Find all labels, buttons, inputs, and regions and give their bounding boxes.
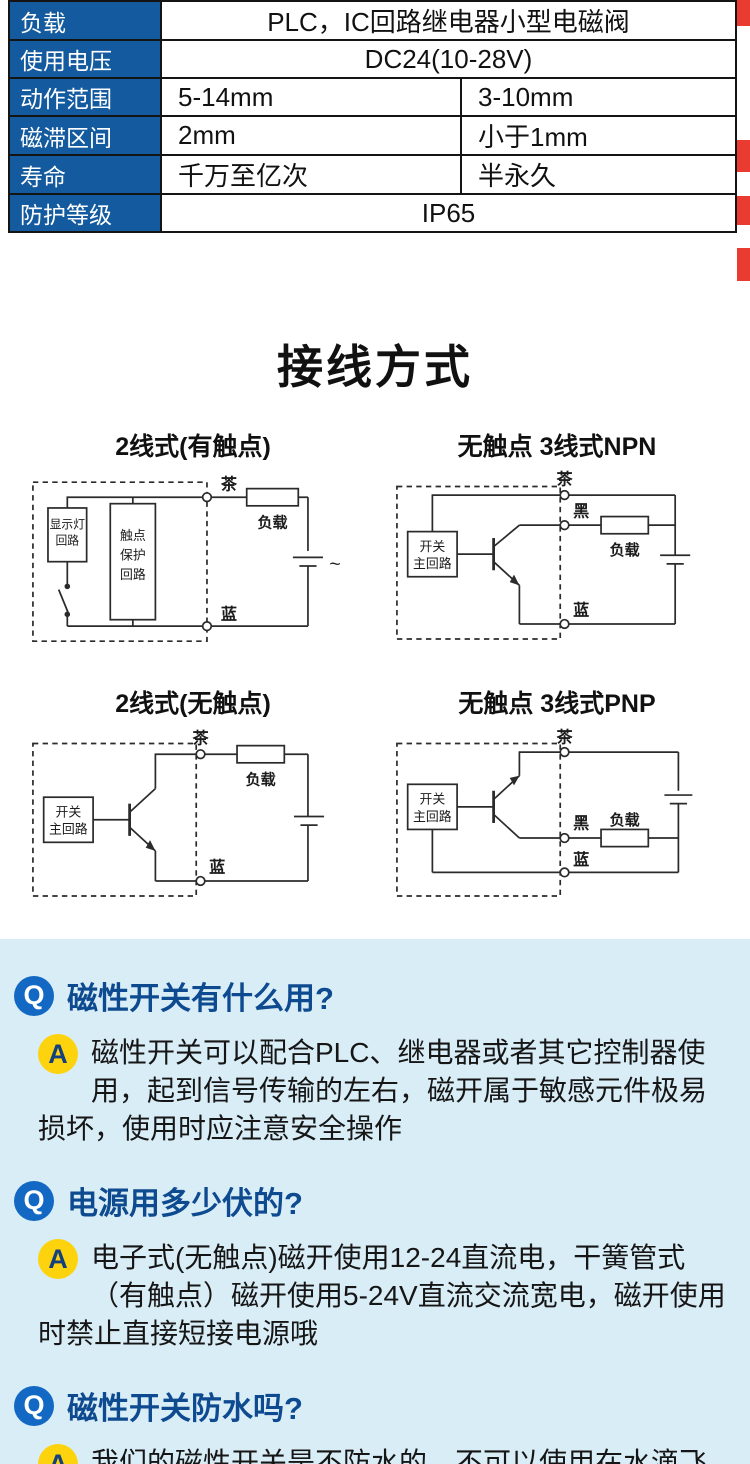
- a-badge: A: [38, 1034, 78, 1074]
- blue-wire-label: 蓝: [209, 857, 225, 876]
- blue-wire-label: 蓝: [573, 600, 589, 619]
- switch-main-label: 开关: [420, 792, 446, 807]
- terminal-dots: [559, 746, 570, 878]
- spec-row: 使用电压 DC24(10-28V): [8, 39, 737, 79]
- spec-row: 寿命 千万至亿次 半永久: [8, 154, 737, 195]
- blue-wire-label: 蓝: [221, 605, 237, 624]
- red-edge-marker: [737, 0, 750, 26]
- red-edge-marker: [737, 140, 750, 172]
- qa-answer: A 我们的磁性开关是不防水的，不可以使用在水滴飞溅场合以及浸入式场合.我们售有专用…: [38, 1444, 728, 1464]
- terminal-dots: [195, 749, 206, 887]
- protection-circuit-label: 回路: [120, 567, 146, 582]
- q-badge: Q: [14, 975, 54, 1016]
- spec-value: 半永久: [460, 154, 737, 195]
- spec-value: DC24(10-28V): [160, 39, 737, 79]
- ac-symbol: ~: [329, 554, 340, 575]
- spec-label: 负载: [8, 0, 162, 41]
- transistor-arrow: [145, 840, 156, 851]
- red-edge-marker: [737, 248, 750, 281]
- circuit-2wire-contactless: 开关 主回路 茶 负载 蓝: [32, 728, 325, 897]
- wiring-diagrams: 2线式(有触点): [0, 427, 750, 915]
- transistor-arrow: [509, 574, 520, 586]
- terminal-dots: [64, 492, 213, 632]
- q-badge: Q: [14, 1385, 54, 1426]
- question-text: 磁性开关防水吗?: [67, 1391, 303, 1426]
- answer-text: 电子式(无触点)磁开使用12-24直流电，干簧管式（有触点）磁开使用5-24V直…: [38, 1242, 726, 1349]
- protection-circuit-label: 保护: [120, 548, 146, 563]
- spec-table: 负载 PLC，IC回路继电器小型电磁阀 使用电压 DC24(10-28V) 动作…: [8, 0, 737, 233]
- diagram-3wire-pnp: 无触点 3线式PNP: [380, 684, 734, 915]
- protection-circuit-label: 触点: [120, 528, 146, 543]
- switch-main-label: 开关: [420, 539, 446, 554]
- answer-text: 磁性开关可以配合PLC、继电器或者其它控制器使用，起到信号传输的左右，磁开属于敏…: [38, 1037, 708, 1144]
- switch-main-label: 主回路: [49, 822, 88, 837]
- spec-value: IP65: [160, 193, 737, 233]
- spec-value: 3-10mm: [460, 77, 737, 117]
- black-wire-label: 黑: [573, 503, 589, 521]
- black-wire-label: 黑: [573, 814, 589, 832]
- red-edge-marker: [737, 196, 750, 225]
- switch-main-label: 开关: [56, 805, 82, 820]
- qa-question: Q 磁性开关防水吗?: [14, 1383, 730, 1428]
- diagram-3wire-npn: 无触点 3线式NPN: [380, 427, 734, 658]
- load-label: 负载: [246, 770, 276, 788]
- lamp-circuit-label: 回路: [56, 533, 80, 547]
- load-label: 负载: [610, 541, 640, 559]
- spec-label: 寿命: [8, 154, 162, 195]
- spec-value: 千万至亿次: [160, 154, 462, 195]
- q-badge: Q: [14, 1180, 54, 1221]
- spec-row: 负载 PLC，IC回路继电器小型电磁阀: [8, 0, 737, 41]
- spec-value: 2mm: [160, 115, 462, 156]
- circuit-lines: [32, 742, 325, 897]
- diagram-title: 无触点 3线式NPN: [457, 433, 657, 461]
- answer-text: 我们的磁性开关是不防水的，不可以使用在水滴飞溅场合以及浸入式场合.我们售有专用的…: [91, 1447, 708, 1464]
- wiring-section-title: 接线方式: [277, 341, 473, 393]
- transistor-arrow: [509, 775, 520, 786]
- spec-row: 防护等级 IP65: [8, 193, 737, 233]
- question-text: 电源用多少伏的?: [67, 1186, 303, 1221]
- circuit-lines: [396, 742, 693, 897]
- spec-label: 防护等级: [8, 193, 162, 233]
- diagram-title: 2线式(无触点): [115, 690, 271, 718]
- spec-value: 小于1mm: [460, 115, 737, 156]
- question-text: 磁性开关有什么用?: [67, 981, 334, 1016]
- diagram-title: 2线式(有触点): [115, 433, 271, 461]
- terminal-dots: [559, 489, 570, 630]
- qa-question: Q 磁性开关有什么用?: [14, 973, 730, 1018]
- spec-row: 动作范围 5-14mm 3-10mm: [8, 77, 737, 117]
- diagram-2wire-contact: 2线式(有触点): [16, 427, 370, 658]
- load-label: 负载: [610, 811, 640, 829]
- a-badge: A: [38, 1444, 78, 1464]
- brown-wire-label: 茶: [556, 469, 573, 488]
- load-label: 负载: [257, 513, 287, 531]
- qa-question: Q 电源用多少伏的?: [14, 1178, 730, 1223]
- switch-main-label: 主回路: [413, 809, 452, 824]
- spec-value: 5-14mm: [160, 77, 462, 117]
- circuit-3wire-npn: 开关 主回路 茶 黑 负载 蓝: [396, 469, 691, 640]
- diagram-2wire-contactless: 2线式(无触点): [16, 684, 370, 915]
- a-badge: A: [38, 1239, 78, 1279]
- diagram-title: 无触点 3线式PNP: [458, 690, 656, 718]
- blue-wire-label: 蓝: [573, 850, 589, 869]
- spec-row: 磁滞区间 2mm 小于1mm: [8, 115, 737, 156]
- lamp-circuit-label: 显示灯: [50, 517, 86, 531]
- spec-label: 使用电压: [8, 39, 162, 79]
- circuit-2wire-contact: 显示灯 回路 触点 保护 回路 茶 蓝 负载 ~: [32, 475, 341, 643]
- spec-label: 动作范围: [8, 77, 162, 117]
- brown-wire-label: 茶: [192, 728, 209, 747]
- brown-wire-label: 茶: [556, 727, 573, 746]
- spec-label: 磁滞区间: [8, 115, 162, 156]
- circuit-lines: [396, 485, 691, 640]
- spec-value: PLC，IC回路继电器小型电磁阀: [160, 0, 737, 41]
- brown-wire-label: 茶: [221, 475, 238, 494]
- switch-main-label: 主回路: [413, 556, 452, 571]
- circuit-lines: [32, 481, 323, 643]
- circuit-3wire-pnp: 开关 主回路 茶 黑 负载 蓝: [396, 727, 693, 897]
